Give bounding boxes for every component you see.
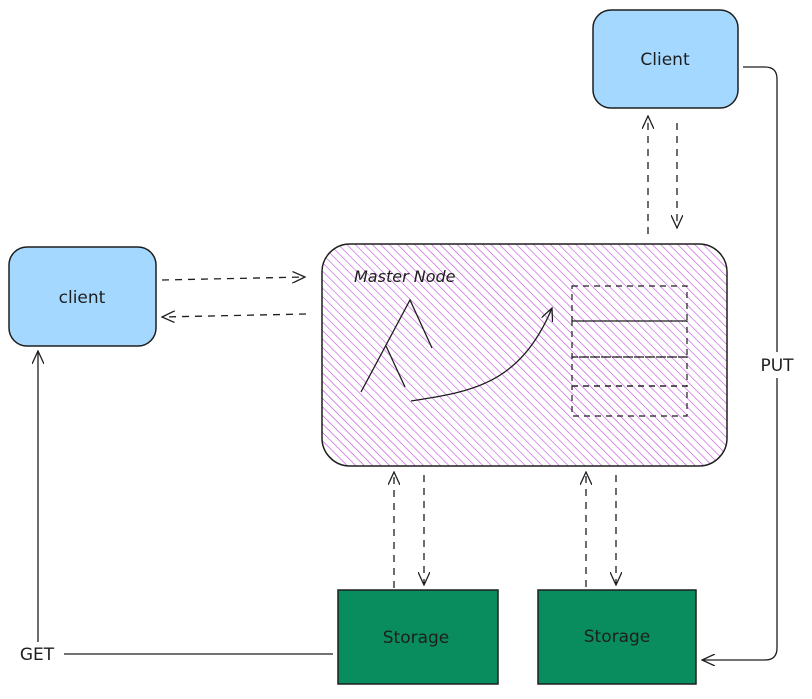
client-left-label: client — [59, 288, 106, 308]
client-top-label: Client — [640, 50, 690, 70]
storage-node-2[interactable]: Storage — [537, 589, 697, 685]
edge-get: GET — [10, 351, 333, 666]
edge-client-left-master — [162, 277, 306, 317]
edge-put: PUT — [702, 66, 802, 660]
edge-master-storage-2 — [586, 472, 616, 587]
master-node-label: Master Node — [354, 267, 456, 286]
edge-master-client-top — [648, 116, 677, 234]
put-label: PUT — [760, 356, 794, 376]
client-top-node[interactable]: Client — [592, 9, 739, 109]
get-label: GET — [20, 645, 55, 665]
tree-sketch — [360, 298, 433, 393]
storage-1-label: Storage — [383, 628, 450, 648]
edge-master-storage-1 — [394, 472, 424, 588]
client-left-node[interactable]: client — [8, 246, 157, 347]
growth-curve-arrow — [410, 308, 552, 402]
storage-node-1[interactable]: Storage — [337, 589, 499, 685]
data-stack — [571, 285, 688, 417]
master-node[interactable]: Master Node — [321, 243, 728, 467]
storage-2-label: Storage — [584, 627, 651, 647]
